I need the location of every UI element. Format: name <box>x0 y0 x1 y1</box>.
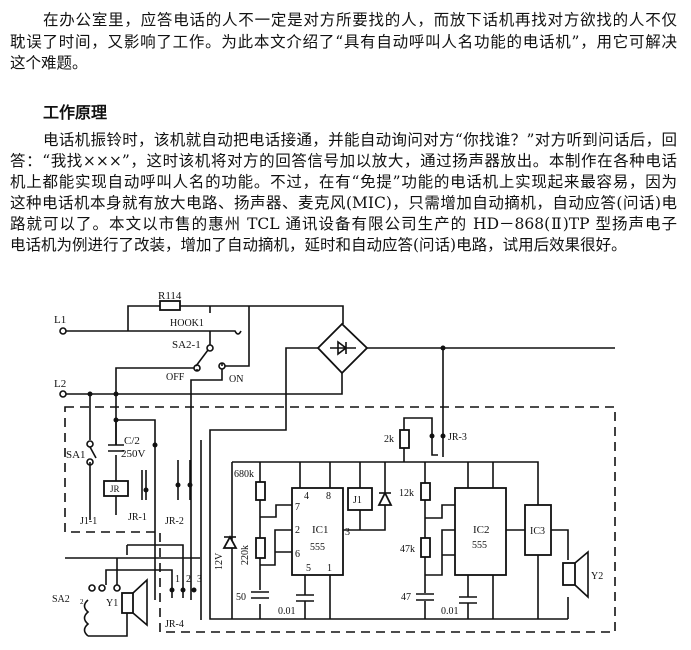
ic1-555 <box>291 487 344 576</box>
diagram-label: 220k <box>240 545 251 565</box>
diagram-label: HOOK1 <box>170 318 204 329</box>
diagram-label: SA2 <box>52 594 70 605</box>
text-line: 电话机为例进行了改装，增加了自动摘机，延时和自动应答(问话)电路，试用后效果很好… <box>10 236 627 254</box>
ic3-amplifier <box>524 504 552 556</box>
diagram-label: 47 <box>401 592 411 603</box>
module-enclosure <box>64 406 616 633</box>
diagram-label: 47k <box>400 544 415 555</box>
diagram-label: 12V <box>214 552 225 570</box>
diagram-label: J1 <box>353 495 362 506</box>
diagram-label: 555 <box>472 540 487 551</box>
text-line: 电话机振铃时，该机就自动把电话接通，并能自动询问对方“你找谁？”对方听到问话后，… <box>43 131 677 149</box>
relay-j1 <box>347 487 373 511</box>
text-line: 在办公室里，应答电话的人不一定是对方所要找的人，而放下话机再找对方欲找的人不仅 <box>43 11 677 29</box>
diagram-label: 2 <box>295 525 300 536</box>
text-line: 耽误了时间，又影响了工作。为此本文介绍了“具有自动呼叫人名功能的电话机”，用它可… <box>10 33 677 51</box>
diagram-label: IC1 <box>312 524 329 536</box>
diagram-label: JR-2 <box>165 516 184 527</box>
resistor-2k <box>399 429 410 449</box>
diagram-label: 1 <box>175 574 180 585</box>
diagram-label: JR-1 <box>128 512 147 523</box>
text-line: 这个难题。 <box>10 54 88 72</box>
diode <box>377 490 393 506</box>
diagram-label: Y1 <box>106 598 118 609</box>
text-line: 这种电话机本身就有放大电路、扬声器、麦克风(MIC)，只需增加自动摘机，自动应答… <box>10 194 677 212</box>
diagram-label: J1-1 <box>80 516 97 527</box>
resistor-680k <box>255 481 266 501</box>
diagram-label: 4 <box>304 491 309 502</box>
diagram-label: 50 <box>236 592 246 603</box>
diagram-label: JR-3 <box>448 432 467 443</box>
relay-jr <box>103 480 129 497</box>
diagram-label: 6 <box>295 549 300 560</box>
diagram-label: IC3 <box>530 526 545 537</box>
diagram-label: 2 <box>80 598 84 606</box>
diagram-label: 555 <box>310 542 325 553</box>
diagram-label: 1 <box>327 563 332 574</box>
diagram-label: 680k <box>234 469 254 480</box>
coil-icon <box>83 599 128 637</box>
diagram-label: Y2 <box>591 571 603 582</box>
diagram-label: SA1 <box>66 449 86 461</box>
diagram-label: 3 <box>197 574 202 585</box>
diagram-label: 0.01 <box>441 606 459 617</box>
section-heading: 工作原理 <box>43 103 108 122</box>
resistor-220k <box>255 537 266 559</box>
resistor-12k <box>420 482 431 501</box>
diagram-label: R114 <box>158 290 182 302</box>
diagram-label: JR <box>110 484 120 494</box>
terminal-l1 <box>59 327 67 335</box>
diagram-label: ON <box>229 374 243 385</box>
diagram-label: OFF <box>166 372 185 383</box>
resistor-47k <box>420 537 431 558</box>
resistor-r114 <box>159 300 181 311</box>
diagram-label: 12k <box>399 488 414 499</box>
diagram-label: 3 <box>345 527 350 538</box>
diagram-label: 8 <box>326 491 331 502</box>
text-line: 答：“我找×××”，这时该机将对方的回答信号加以放大，通过扬声器放出。本制作在各… <box>10 152 677 170</box>
diagram-label: L2 <box>54 378 66 390</box>
diagram-label: 2 <box>186 574 191 585</box>
diagram-label: 0.01 <box>278 606 296 617</box>
zener-diode <box>222 535 238 549</box>
diagram-label: 7 <box>295 502 300 513</box>
diagram-label: 5 <box>306 563 311 574</box>
diagram-label: 250V <box>121 448 146 460</box>
ic2-555 <box>454 487 507 576</box>
speaker-y1 <box>121 592 134 614</box>
diagram-label: C/2 <box>124 435 140 447</box>
speaker-y2 <box>562 562 576 586</box>
diagram-label: L1 <box>54 314 66 326</box>
text-line: 机上都能实现自动呼叫人名的功能。不过，在有“免提”功能的电话机上实现起来最容易，… <box>10 173 677 191</box>
diagram-label: JR-4 <box>165 619 184 630</box>
diagram-label: 2k <box>384 434 394 445</box>
terminal-l2 <box>59 390 67 398</box>
text-line: 路就可以了。本文以市售的惠州 TCL 通讯设备有限公司生产的 HD－868(Ⅱ)… <box>10 215 677 233</box>
diagram-label: IC2 <box>473 524 490 536</box>
diagram-label: SA2-1 <box>172 339 201 351</box>
